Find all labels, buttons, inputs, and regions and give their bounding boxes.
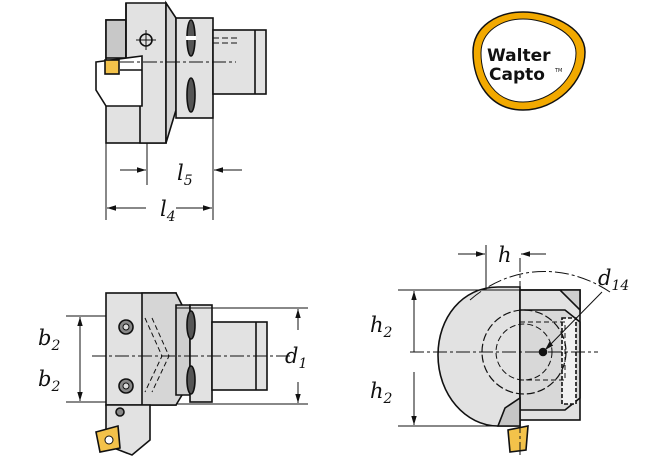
end-view [410,258,611,455]
dim-l4-label: l4 [160,197,176,225]
dim-d1-label: d1 [285,344,307,372]
walter-capto-logo: Walter Capto TM [472,11,586,111]
logo-tm-mark: TM [554,68,562,74]
logo-text-capto: Capto [489,65,545,85]
logo-text-walter: Walter [487,46,551,66]
end-dimensions [398,245,603,427]
dim-h2-upper-label: h2 [370,313,393,341]
dim-b2-lower-label: b2 [38,367,60,395]
front-view [92,292,292,456]
dim-d14-label: d14 [598,266,629,294]
front-slot-lower [186,365,196,395]
top-view [95,0,267,144]
dim-b2-upper-label: b2 [38,326,60,354]
front-dimensions [66,307,308,405]
front-slot-upper [186,310,196,340]
top-flange [165,0,177,144]
dim-l5-label: l5 [177,161,193,189]
end-insert [507,425,529,453]
top-slot-lower [186,77,196,113]
dim-h-label: h [498,243,512,267]
dim-h2-lower-label: h2 [370,379,393,407]
top-dimensions [105,118,242,220]
end-round-body [437,286,521,427]
